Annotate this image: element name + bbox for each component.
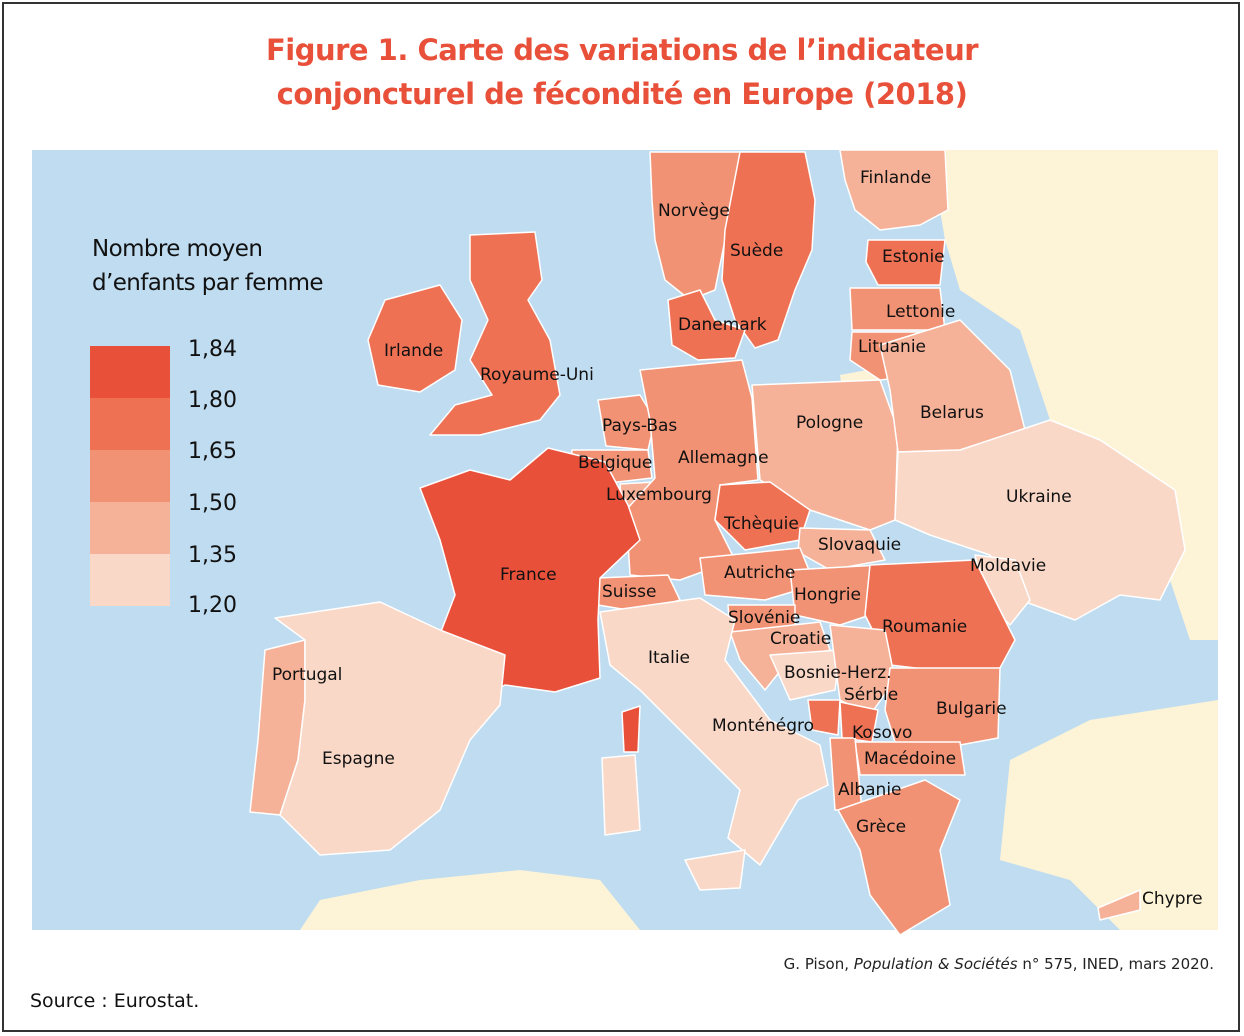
title-line-2: conjoncturel de fécondité en Europe (201… bbox=[276, 77, 968, 111]
country-bosnia bbox=[769, 649, 841, 701]
label-bulgarie: Bulgarie bbox=[936, 699, 1007, 719]
source-note: Source : Eurostat. bbox=[30, 990, 200, 1012]
legend-title: Nombre moyen d’enfants par femme bbox=[92, 232, 324, 300]
label-allemagne: Allemagne bbox=[678, 448, 769, 468]
country-serbia bbox=[829, 624, 896, 716]
label-moldavie: Moldavie bbox=[970, 556, 1046, 576]
label-pays-bas: Pays-Bas bbox=[602, 416, 677, 436]
label-irlande: Irlande bbox=[384, 341, 443, 361]
label-chypre: Chypre bbox=[1142, 889, 1203, 909]
label-croatie: Croatie bbox=[770, 629, 831, 649]
label-tchequie: Tchèquie bbox=[723, 514, 799, 534]
country-spain bbox=[274, 601, 506, 856]
country-ireland bbox=[367, 284, 463, 393]
country-macedonia bbox=[854, 741, 966, 776]
island-corsica bbox=[621, 705, 641, 753]
island-sicily bbox=[684, 849, 746, 891]
country-denmark bbox=[667, 289, 746, 361]
legend-tick-4: 1,50 bbox=[188, 491, 237, 516]
legend-scale: 1,84 1,80 1,65 1,50 1,35 1,20 bbox=[90, 337, 237, 618]
label-kosovo: Kosovo bbox=[852, 723, 912, 743]
label-bosnie-herz: Bosnie-Herz. bbox=[784, 663, 892, 683]
label-espagne: Espagne bbox=[322, 749, 395, 769]
label-lettonie: Lettonie bbox=[886, 302, 955, 322]
legend-box-4 bbox=[90, 502, 170, 554]
legend-title-line-1: Nombre moyen bbox=[92, 236, 263, 262]
label-portugal: Portugal bbox=[272, 665, 342, 685]
island-sardinia bbox=[601, 754, 641, 836]
legend-box-2 bbox=[90, 398, 170, 450]
label-lituanie: Lituanie bbox=[858, 337, 926, 357]
legend-box-5 bbox=[90, 554, 170, 606]
label-macedoine: Macédoine bbox=[864, 749, 956, 769]
country-greece bbox=[837, 779, 961, 936]
country-uk bbox=[429, 231, 561, 436]
legend-title-line-2: d’enfants par femme bbox=[92, 270, 324, 296]
country-austria bbox=[699, 547, 816, 601]
country-estonia bbox=[865, 239, 946, 286]
figure-title: Figure 1. Carte des variations de l’indi… bbox=[0, 28, 1244, 116]
label-pologne: Pologne bbox=[796, 413, 863, 433]
label-roumanie: Roumanie bbox=[882, 617, 967, 637]
credit-rest: n° 575, INED, mars 2020. bbox=[1017, 955, 1214, 973]
label-suede: Suède bbox=[730, 241, 783, 261]
legend-tick-3: 1,65 bbox=[188, 439, 237, 464]
label-norvege: Norvège bbox=[658, 201, 730, 221]
legend-box-3 bbox=[90, 450, 170, 502]
credit-author: G. Pison, bbox=[783, 955, 854, 973]
label-autriche: Autriche bbox=[724, 563, 795, 583]
country-ukraine bbox=[894, 419, 1186, 621]
label-france: France bbox=[500, 565, 557, 585]
legend-tick-5: 1,35 bbox=[188, 543, 237, 568]
label-hongrie: Hongrie bbox=[794, 585, 861, 605]
label-italie: Italie bbox=[648, 648, 690, 668]
legend-box-1 bbox=[90, 346, 170, 398]
label-serbie: Sérbie bbox=[844, 685, 898, 705]
country-finland bbox=[839, 149, 949, 231]
label-royaume-uni: Royaume-Uni bbox=[480, 365, 594, 385]
country-montenegro bbox=[807, 699, 841, 736]
label-belgique: Belgique bbox=[578, 453, 652, 473]
label-slovenie: Slovénie bbox=[728, 608, 800, 628]
label-suisse: Suisse bbox=[602, 582, 656, 602]
legend-tick-1: 1,84 bbox=[188, 337, 237, 362]
island-cyprus bbox=[1097, 889, 1141, 921]
credit-line: G. Pison, Population & Sociétés n° 575, … bbox=[784, 955, 1214, 973]
country-sweden bbox=[721, 151, 816, 349]
label-albanie: Albanie bbox=[838, 780, 902, 800]
label-ukraine: Ukraine bbox=[1006, 487, 1072, 507]
label-montenegro: Monténégro bbox=[712, 716, 814, 736]
label-grece: Grèce bbox=[856, 817, 906, 837]
label-slovaquie: Slovaquie bbox=[818, 535, 901, 555]
africa-land bbox=[300, 870, 640, 930]
label-belarus: Belarus bbox=[920, 403, 984, 423]
country-italy bbox=[599, 597, 829, 866]
label-finlande: Finlande bbox=[860, 168, 931, 188]
title-line-1: Figure 1. Carte des variations de l’indi… bbox=[265, 33, 979, 67]
legend-tick-6: 1,20 bbox=[188, 593, 237, 618]
country-labels: Finlande Norvège Suède Estonie Lettonie … bbox=[272, 168, 1203, 909]
label-luxembourg: Luxembourg bbox=[606, 485, 712, 505]
credit-journal: Population & Sociétés bbox=[853, 955, 1018, 973]
label-estonie: Estonie bbox=[882, 247, 945, 267]
label-danemark: Danemark bbox=[678, 315, 767, 335]
legend-tick-2: 1,80 bbox=[188, 388, 237, 413]
turkey-land bbox=[1000, 700, 1218, 930]
